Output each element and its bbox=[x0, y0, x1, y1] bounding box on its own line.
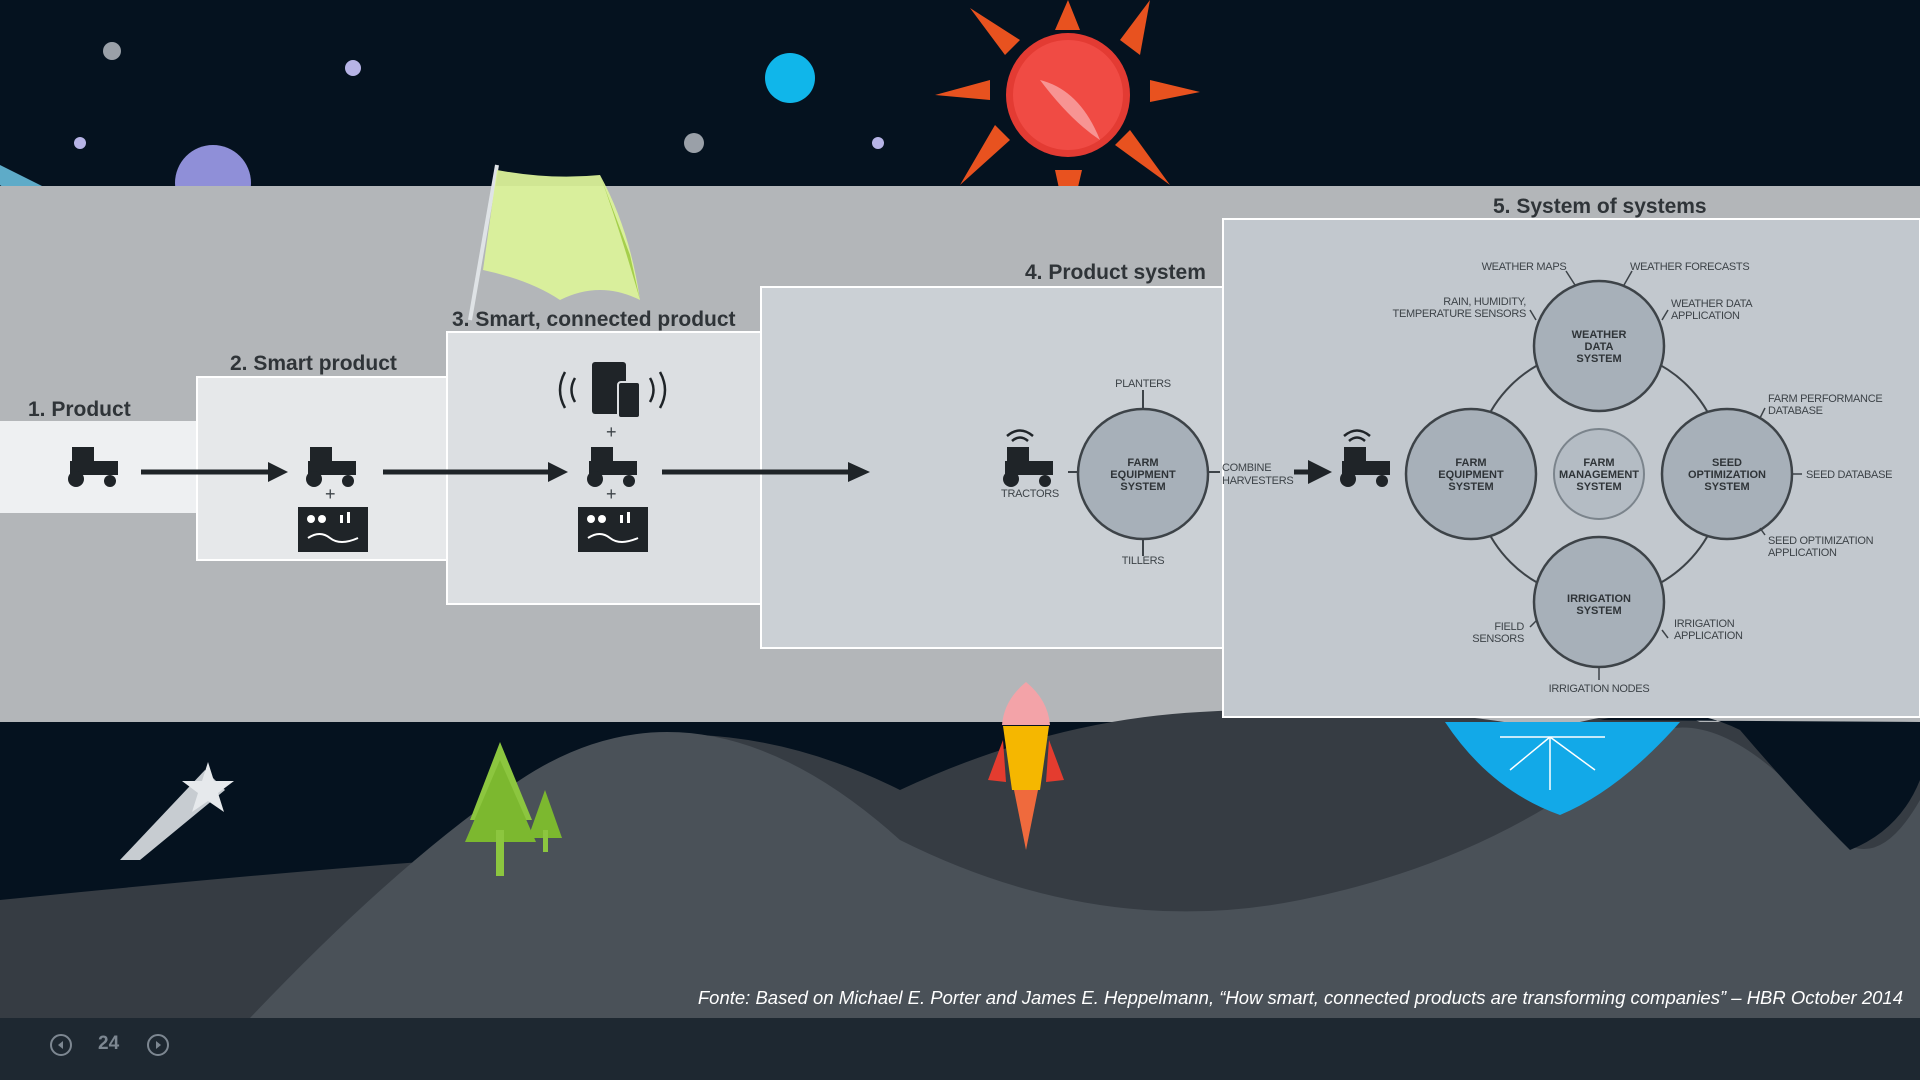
svg-text:DATA: DATA bbox=[1585, 341, 1614, 353]
stage-3-label: 3. Smart, connected product bbox=[452, 308, 736, 331]
svg-text:SENSORS: SENSORS bbox=[1472, 633, 1524, 645]
stage-4-label: 4. Product system bbox=[1025, 261, 1206, 284]
stage-1-panel bbox=[0, 421, 245, 513]
svg-text:FIELD: FIELD bbox=[1494, 621, 1524, 633]
svg-text:SYSTEM: SYSTEM bbox=[1576, 605, 1621, 617]
svg-text:WEATHER FORECASTS: WEATHER FORECASTS bbox=[1630, 261, 1749, 273]
planet-dot bbox=[74, 137, 86, 149]
next-slide-button[interactable] bbox=[147, 1034, 169, 1056]
tractor-icon bbox=[1340, 447, 1390, 487]
svg-text:SYSTEM: SYSTEM bbox=[1120, 481, 1165, 493]
arrow-icon bbox=[141, 460, 1332, 484]
svg-text:FARM: FARM bbox=[1455, 457, 1486, 469]
flag-icon bbox=[468, 164, 640, 321]
stage-2-label: 2. Smart product bbox=[230, 352, 397, 375]
svg-text:SYSTEM: SYSTEM bbox=[1576, 353, 1621, 365]
svg-text:+: + bbox=[606, 484, 616, 504]
svg-text:WEATHER DATA: WEATHER DATA bbox=[1671, 298, 1753, 310]
svg-text:FARM: FARM bbox=[1127, 457, 1158, 469]
planet-dot bbox=[872, 137, 884, 149]
svg-text:WEATHER MAPS: WEATHER MAPS bbox=[1482, 261, 1567, 273]
sunrise-icon bbox=[1445, 722, 1680, 815]
svg-text:HARVESTERS: HARVESTERS bbox=[1222, 475, 1293, 487]
svg-text:SYSTEM: SYSTEM bbox=[1704, 481, 1749, 493]
arrow-right-icon bbox=[156, 1041, 161, 1049]
svg-text:FARM: FARM bbox=[1583, 457, 1614, 469]
prev-slide-button[interactable] bbox=[50, 1034, 72, 1056]
svg-text:MANAGEMENT: MANAGEMENT bbox=[1559, 469, 1639, 481]
svg-text:WEATHER: WEATHER bbox=[1572, 329, 1627, 341]
weather-data-system-node bbox=[1532, 279, 1666, 413]
svg-text:TILLERS: TILLERS bbox=[1122, 555, 1165, 567]
dashboard-icon bbox=[298, 507, 368, 552]
svg-text:OPTIMIZATION: OPTIMIZATION bbox=[1688, 469, 1766, 481]
svg-text:RAIN, HUMIDITY,: RAIN, HUMIDITY, bbox=[1443, 296, 1526, 308]
arrow-left-icon bbox=[58, 1041, 63, 1049]
source-citation: Fonte: Based on Michael E. Porter and Ja… bbox=[697, 987, 1903, 1008]
plus-icon: + + + bbox=[325, 422, 617, 504]
tractor-icon bbox=[68, 447, 118, 487]
hill-front bbox=[250, 727, 1920, 1018]
svg-text:IRRIGATION NODES: IRRIGATION NODES bbox=[1549, 683, 1650, 695]
product-system-diagram: FARM EQUIPMENT SYSTEM PLANTERS COMBINE H… bbox=[1001, 378, 1294, 567]
svg-text:FARM PERFORMANCE: FARM PERFORMANCE bbox=[1768, 393, 1882, 405]
svg-text:APPLICATION: APPLICATION bbox=[1674, 630, 1743, 642]
tree-icon bbox=[465, 742, 562, 876]
svg-text:SEED OPTIMIZATION: SEED OPTIMIZATION bbox=[1768, 535, 1874, 547]
shooting-star-icon bbox=[120, 762, 234, 860]
mobile-devices-icon bbox=[558, 362, 667, 419]
svg-text:EQUIPMENT: EQUIPMENT bbox=[1438, 469, 1504, 481]
tractor-icon bbox=[587, 447, 637, 487]
dashboard-icon bbox=[578, 507, 648, 552]
page-number: 24 bbox=[98, 1033, 120, 1054]
farm-equipment-system-node bbox=[1404, 407, 1538, 541]
svg-text:SEED DATABASE: SEED DATABASE bbox=[1806, 469, 1892, 481]
svg-text:APPLICATION: APPLICATION bbox=[1768, 547, 1837, 559]
svg-text:SYSTEM: SYSTEM bbox=[1448, 481, 1493, 493]
svg-text:TRACTORS: TRACTORS bbox=[1001, 488, 1059, 500]
farm-management-system-node bbox=[1553, 428, 1645, 520]
svg-text:IRRIGATION: IRRIGATION bbox=[1674, 618, 1735, 630]
svg-text:SYSTEM: SYSTEM bbox=[1576, 481, 1621, 493]
sunburst-icon bbox=[1500, 736, 1605, 790]
svg-text:+: + bbox=[325, 484, 335, 504]
rocket-icon bbox=[988, 682, 1064, 850]
stage-1-label: 1. Product bbox=[28, 398, 131, 421]
stage-5-label: 5. System of systems bbox=[1493, 195, 1707, 218]
svg-text:+: + bbox=[606, 422, 616, 442]
planet-dot bbox=[684, 133, 704, 153]
farm-equipment-system-node bbox=[1076, 407, 1210, 541]
wifi-icon bbox=[1006, 429, 1371, 442]
svg-text:EQUIPMENT: EQUIPMENT bbox=[1110, 469, 1176, 481]
svg-text:TEMPERATURE SENSORS: TEMPERATURE SENSORS bbox=[1393, 308, 1526, 320]
sun-icon bbox=[935, 0, 1200, 230]
svg-text:DATABASE: DATABASE bbox=[1768, 405, 1823, 417]
svg-text:COMBINE: COMBINE bbox=[1222, 462, 1271, 474]
system-of-systems-diagram: WEATHER DATA SYSTEM FARM EQUIPMENT SYSTE… bbox=[1393, 261, 1893, 695]
planet-cyan bbox=[765, 53, 815, 103]
planet-dot bbox=[103, 42, 121, 60]
tractor-icon bbox=[306, 447, 356, 487]
slide-navigation-bar bbox=[0, 1018, 1920, 1080]
svg-text:APPLICATION: APPLICATION bbox=[1671, 310, 1740, 322]
planet-dot bbox=[345, 60, 361, 76]
tractor-icon bbox=[1003, 447, 1053, 487]
svg-text:PLANTERS: PLANTERS bbox=[1115, 378, 1171, 390]
svg-text:SEED: SEED bbox=[1712, 457, 1742, 469]
svg-text:IRRIGATION: IRRIGATION bbox=[1567, 593, 1631, 605]
